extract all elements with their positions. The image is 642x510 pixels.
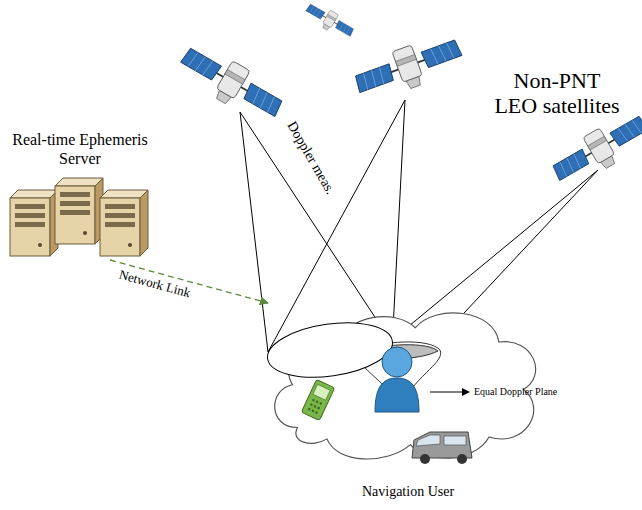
server-illustration <box>10 178 148 256</box>
doppler-ellipse <box>264 315 396 384</box>
server-node: Real-time Ephemeris Server <box>5 128 155 260</box>
satellite-icon <box>547 107 642 191</box>
satellite-icon <box>174 39 289 129</box>
van-icon <box>412 432 472 464</box>
satellite-icon <box>303 0 357 42</box>
cloud-outline <box>268 285 548 475</box>
server-label: Real-time Ephemeris Server <box>5 128 155 168</box>
user-icon <box>375 347 419 412</box>
phone-icon <box>301 379 334 420</box>
beam-lines <box>240 100 598 360</box>
equal-doppler-plane-label: Equal Doppler Plane <box>474 386 557 398</box>
edge-label: Network Link <box>117 267 192 302</box>
satellites <box>174 0 642 192</box>
satellite-group-label: Non-PNT LEO satellites <box>492 68 622 119</box>
user-label: Navigation User <box>268 484 548 501</box>
doppler-label: Doppler meas. <box>284 119 339 198</box>
equal-doppler-cone <box>359 342 470 405</box>
satellite-icon <box>350 30 466 106</box>
network-link-arrow <box>110 260 268 303</box>
